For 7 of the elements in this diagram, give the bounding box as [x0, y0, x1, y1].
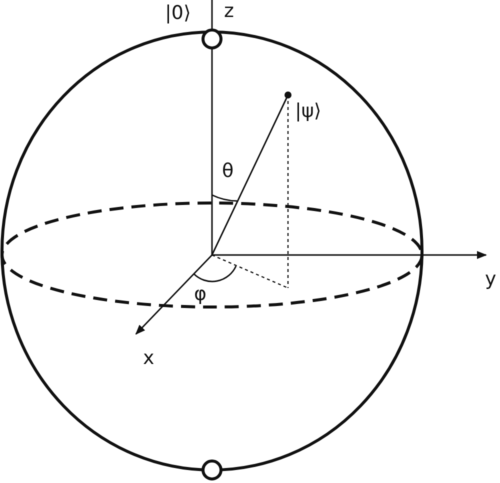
state-label: |ψ⟩	[295, 100, 322, 122]
axis-label: z	[224, 0, 234, 22]
state-label: |0⟩	[165, 2, 191, 24]
angle-label: φ	[194, 283, 207, 305]
axis-label: x	[143, 347, 154, 369]
angle-label: θ	[222, 160, 234, 182]
axis-label: y	[485, 268, 496, 290]
